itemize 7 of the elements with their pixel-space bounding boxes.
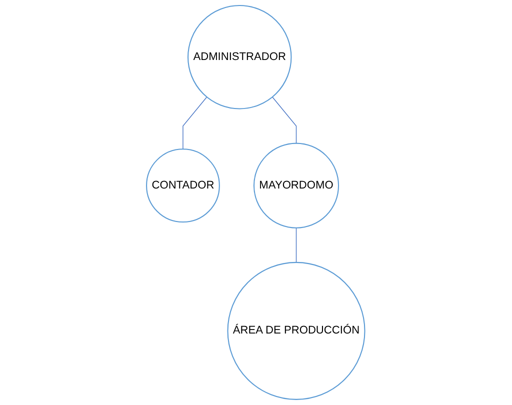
connector [182, 96, 208, 150]
node-circle: MAYORDOMO [254, 142, 340, 228]
node-circle: ADMINISTRADOR [188, 5, 292, 110]
connector [272, 96, 297, 144]
node-circle: ÁREA DE PRODUCCIÓN [228, 262, 366, 400]
node-circle: CONTADOR [146, 148, 220, 223]
connector [296, 228, 297, 263]
